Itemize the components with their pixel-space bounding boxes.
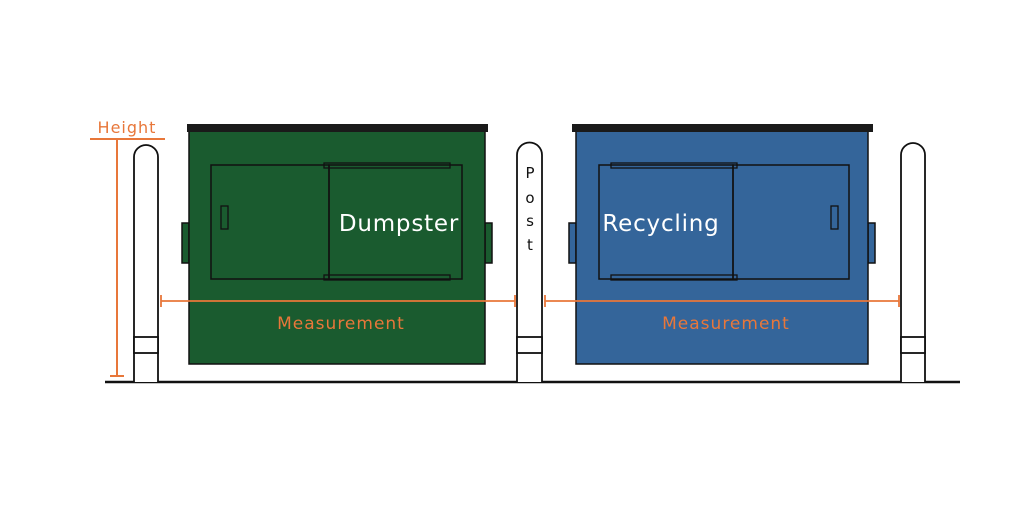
dumpster-side-handle-left [181,222,190,264]
measurement-right-label: Measurement [662,314,790,334]
dumpster-label: Dumpster [339,211,459,237]
measurement-right [544,295,900,307]
dumpster-door-handle [220,205,229,230]
left-post-body [133,144,159,382]
dumpster-top-rail [323,162,451,169]
post-letter-s: s [526,212,534,230]
dumpster-side-handle-right [484,222,493,264]
left-post-band [133,336,159,354]
center-post-body [516,141,543,382]
height-label: Height [98,118,157,137]
left-post [133,144,159,382]
dumpster-bin [181,124,493,365]
dumpster-bottom-rail [323,274,451,281]
recycling-side-handle-right [867,222,876,264]
right-post-body [900,142,926,382]
measurement-left [160,295,516,307]
post-letter-o: o [525,189,534,207]
dumpster-lid [187,124,488,132]
right-post [900,142,926,382]
center-post: P o s t [516,141,543,382]
right-post-band [900,336,926,354]
recycling-body [575,130,869,365]
post-letter-p: P [525,164,534,182]
recycling-bin [568,124,876,365]
recycling-side-handle-left [568,222,577,264]
center-post-band [516,336,543,354]
recycling-label: Recycling [602,211,719,237]
recycling-bottom-rail [610,274,738,281]
recycling-top-rail [610,162,738,169]
post-letter-t: t [527,236,533,254]
recycling-lid [572,124,873,132]
recycling-door-right [732,164,850,280]
height-indicator [90,138,165,377]
recycling-door-handle [830,205,839,230]
dumpster-door-right [328,164,463,280]
measurement-left-label: Measurement [277,314,405,334]
